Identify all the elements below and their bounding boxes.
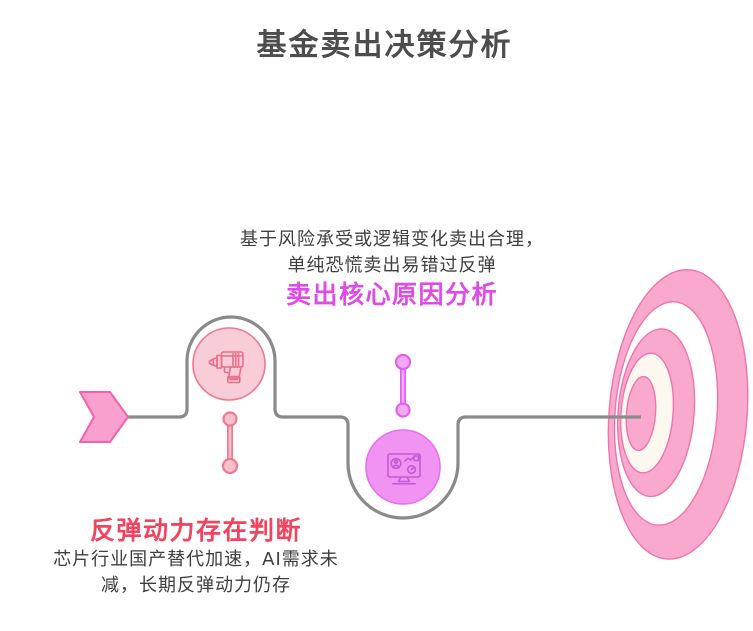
step-sell-reason-annotation: 基于风险承受或逻辑变化卖出合理， 单纯恐慌卖出易错过反弹 卖出核心原因分析 — [212, 227, 572, 311]
pink-connector-pin — [221, 411, 239, 475]
step-rebound-desc-line2: 减，长期反弹动力仍存 — [101, 575, 291, 596]
step-rebound-node — [192, 327, 266, 401]
step-sell-reason-desc-line2: 单纯恐慌卖出易错过反弹 — [287, 255, 497, 276]
step-sell-reason-heading: 卖出核心原因分析 — [285, 280, 498, 309]
target-center — [625, 375, 657, 452]
step-sell-reason-node — [365, 429, 441, 505]
chevron-flag-icon — [79, 391, 129, 443]
step-sell-reason-desc-line1: 基于风险承受或逻辑变化卖出合理， — [240, 229, 544, 250]
page-title: 基金卖出决策分析 — [256, 28, 513, 63]
bullseye-target — [607, 269, 749, 560]
step-rebound-annotation: 反弹动力存在判断 芯片行业国产替代加速，AI需求未 减，长期反弹动力仍存 — [16, 515, 376, 599]
dashboard-monitor-icon — [387, 453, 421, 485]
step-rebound-heading: 反弹动力存在判断 — [89, 516, 302, 545]
power-drill-icon — [208, 351, 244, 384]
step-rebound-desc-line1: 芯片行业国产替代加速，AI需求未 — [53, 549, 339, 570]
purple-connector-pin — [394, 353, 412, 418]
flow-path — [128, 315, 641, 520]
